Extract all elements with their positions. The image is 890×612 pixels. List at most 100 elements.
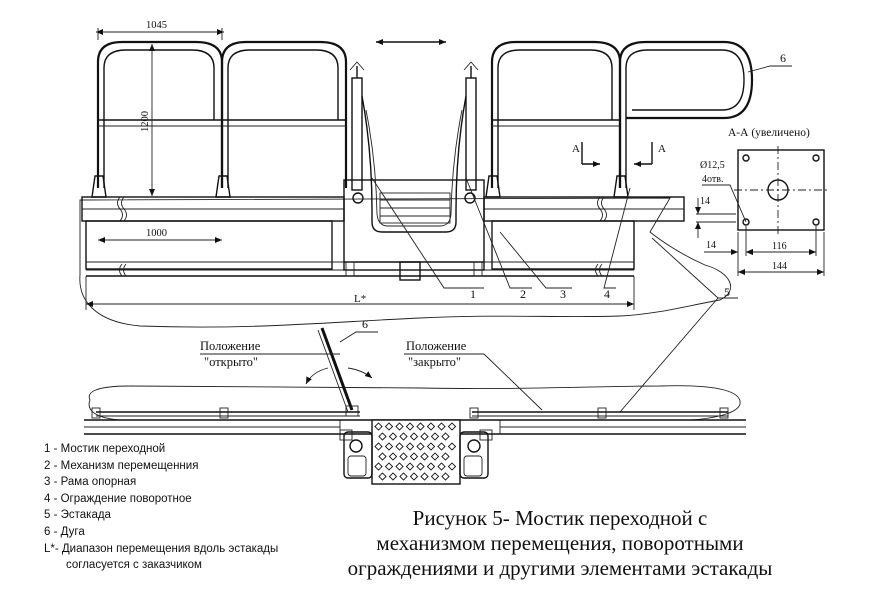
perforation-hole: [441, 432, 450, 441]
perforation-hole: [388, 472, 398, 481]
dimension-range: L*: [85, 276, 635, 310]
dimension-1000: 1000: [98, 228, 222, 243]
legend-list: 1 - Мостик переходной 2 - Механизм перем…: [44, 441, 278, 574]
perforation-hole: [430, 452, 440, 461]
section-detail: А-А (увеличено) Ø12,5 4отв. 14 14 116 14…: [695, 127, 828, 276]
perforation-hole: [447, 462, 457, 471]
legend-item: 2 - Механизм перемещенния: [44, 459, 199, 472]
dimension-label-1045: 1045: [146, 20, 167, 31]
right-railings: [485, 40, 754, 198]
perforation-hole: [430, 432, 440, 441]
perforation-hole: [374, 442, 383, 451]
dimension-label-1200: 1200: [140, 111, 151, 132]
perforation-hole: [420, 432, 429, 441]
perforation-hole: [430, 472, 440, 481]
main-beam: [81, 196, 685, 222]
perforation-hole: [437, 462, 446, 471]
perforation-hole: [395, 462, 404, 471]
closed-position-label-2: "закрыто": [408, 355, 461, 369]
perforation-hole: [437, 442, 446, 451]
perforation-hole: [378, 452, 387, 461]
closed-position-label-1: Положение: [406, 339, 467, 353]
left-railings: [91, 40, 348, 198]
section-title: А-А (увеличено): [728, 127, 810, 139]
perforation-hole: [416, 462, 425, 471]
perforation-hole: [447, 442, 457, 451]
perforation-hole: [378, 432, 387, 441]
perforation-hole: [426, 422, 436, 431]
caption-line-1: Рисунок 5- Мостик переходной с: [412, 506, 708, 530]
rotation-arrow-right: [347, 367, 373, 379]
cut-label-right: А: [658, 143, 666, 155]
legend-item: 5 - Эстакада: [44, 509, 111, 522]
perforation-hole: [399, 472, 408, 481]
legend-item: L*- Диапазон перемещения вдоль эстакады: [44, 542, 279, 555]
callout-4: 4: [604, 287, 610, 301]
perforation-hole: [420, 472, 429, 481]
perforation-hole: [405, 422, 415, 431]
callout-3: 3: [560, 287, 566, 301]
callout-2: 2: [520, 287, 526, 301]
perforation-hole: [426, 442, 436, 451]
callout-leaders: 1 2 3 4 6 5: [371, 51, 792, 413]
perforation-hole: [437, 422, 446, 431]
dimension-1200: 1200: [140, 44, 155, 196]
perforation-hole: [388, 432, 398, 441]
perforation-hole: [426, 462, 436, 471]
perforation-hole: [420, 452, 429, 461]
deck-perforation: [374, 422, 457, 481]
overpass-outline: [79, 197, 732, 328]
perforation-hole: [395, 422, 404, 431]
open-position-label-1: Положение: [200, 339, 261, 353]
legend-item: 4 - Ограждение поворотное: [44, 492, 192, 505]
perforation-hole: [409, 432, 419, 441]
perforation-hole: [399, 452, 408, 461]
railing-open: [91, 327, 360, 419]
perforation-hole: [409, 452, 419, 461]
rotation-arrow-left: [305, 367, 329, 385]
perforation-hole: [441, 452, 450, 461]
dimension-label-1000: 1000: [146, 228, 167, 239]
perforation-hole: [405, 442, 415, 451]
cut-label-left: А: [572, 143, 580, 155]
dimension-1045: 1045: [96, 20, 224, 40]
dim-144: 144: [772, 261, 787, 272]
figure-caption: Рисунок 5- Мостик переходной с механизмо…: [300, 506, 820, 581]
perforation-hole: [399, 432, 408, 441]
perforation-hole: [447, 422, 457, 431]
callout-5: 5: [724, 285, 730, 299]
perforation-hole: [374, 462, 383, 471]
open-position-label-2: "открыто": [204, 355, 258, 369]
callout-6-bottom: 6: [362, 317, 368, 331]
bridge-mechanism: [343, 61, 485, 281]
perforation-hole: [416, 442, 425, 451]
perforation-hole: [395, 442, 404, 451]
section-cut-marks: А А: [572, 142, 666, 167]
dim-14-horizontal: 14: [706, 240, 716, 251]
legend-item: 1 - Мостик переходной: [44, 443, 166, 455]
perforation-hole: [405, 462, 415, 471]
perforation-hole: [384, 462, 394, 471]
dim-116: 116: [772, 241, 787, 252]
perforation-hole: [416, 422, 425, 431]
elevation-view: 1045 1200 1000 L* А А: [79, 20, 792, 413]
perforation-hole: [441, 472, 450, 481]
dim-14-vertical: 14: [700, 196, 710, 207]
plan-view: Положение "открыто" Положение "закрыто" …: [84, 317, 746, 485]
legend-item: 3 - Рама опорная: [44, 476, 137, 489]
callout-6-top: 6: [780, 51, 786, 65]
support-frame: [85, 220, 635, 277]
perforation-hole: [384, 422, 394, 431]
dimension-label-range: L*: [354, 293, 366, 305]
perforation-hole: [388, 452, 398, 461]
perforation-hole: [409, 472, 419, 481]
callout-1: 1: [470, 287, 476, 301]
caption-line-2: механизмом перемещения, поворотными: [376, 531, 744, 555]
hole-count-label: 4отв.: [702, 174, 723, 185]
bridge-deck-plan: [339, 419, 493, 485]
caption-line-3: ограждениями и другими элементами эстака…: [347, 556, 773, 580]
perforation-hole: [374, 422, 383, 431]
perforation-hole: [384, 442, 394, 451]
legend-item-continuation: согласуется с заказчиком: [66, 559, 202, 572]
